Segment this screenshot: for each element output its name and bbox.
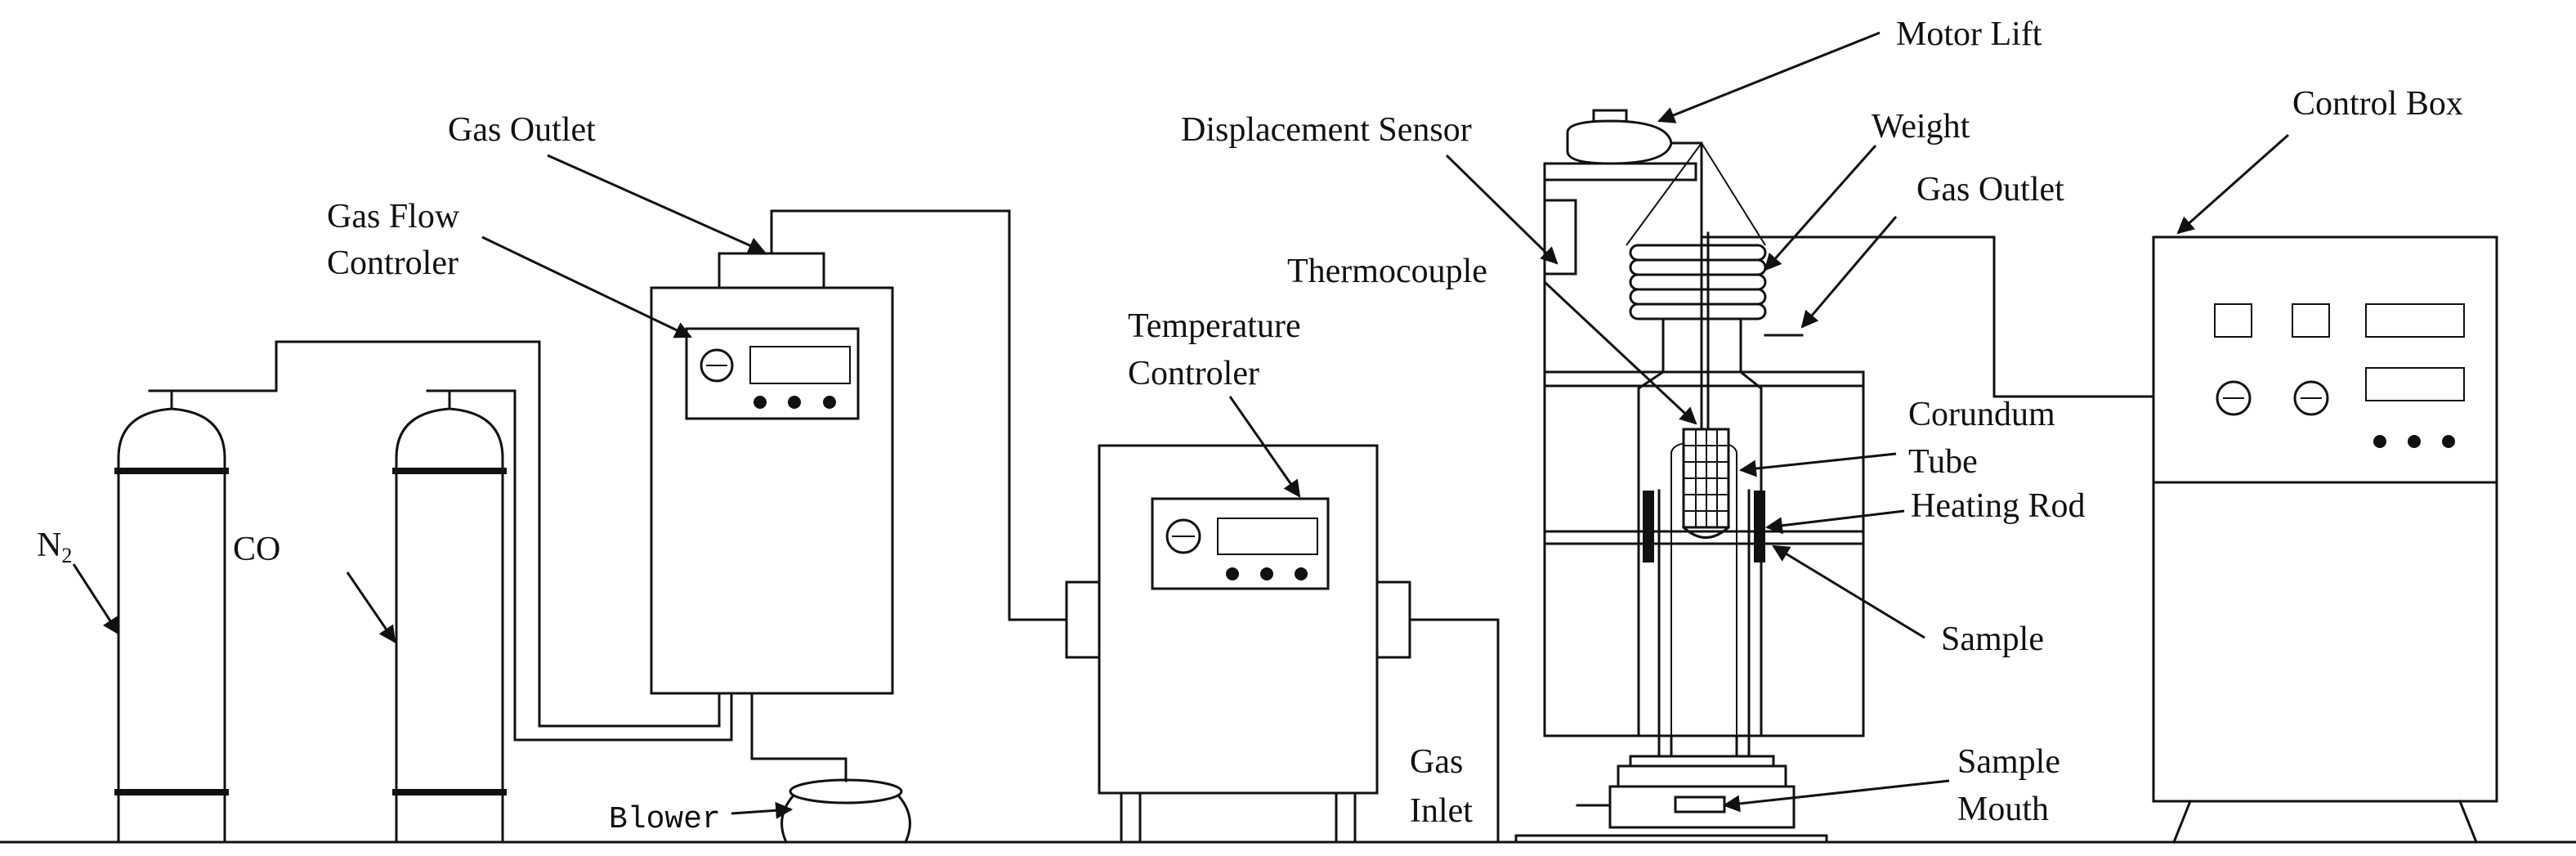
gauge-icon (700, 348, 734, 383)
label-motor-lift: Motor Lift (1896, 16, 2042, 53)
label-temp-line1: Temperature (1128, 307, 1301, 345)
control-box (2152, 235, 2498, 844)
label-control-box: Control Box (2292, 85, 2463, 123)
label-gas-flow-line2: Controler (327, 244, 458, 282)
indicator-dot (1295, 567, 1308, 580)
label-gas-outlet-right: Gas Outlet (1916, 171, 2064, 208)
label-co: CO (233, 531, 280, 568)
gauge-icon (2216, 380, 2252, 416)
n2-supply-pipe (170, 340, 721, 728)
label-thermocouple: Thermocouple (1287, 253, 1487, 290)
label-sample-mouth-line1: Sample (1957, 743, 2060, 781)
label-gas-inlet-line1: Gas (1410, 743, 1463, 781)
temperature-controller (1065, 444, 1411, 844)
indicator-dot (2408, 435, 2421, 448)
gauge-icon (1165, 518, 1201, 554)
heating-rod-left (1643, 491, 1654, 562)
n2-gas-cylinder (114, 389, 229, 844)
label-corundum-line2: Tube (1908, 443, 1978, 481)
label-sample: Sample (1941, 621, 2044, 658)
indicator-dot (754, 396, 767, 409)
indicator-dot (823, 396, 836, 409)
co-gas-cylinder (392, 389, 507, 844)
label-heating-rod: Heating Rod (1911, 487, 2085, 525)
label-temp-line2: Controler (1128, 355, 1259, 392)
indicator-dot (1226, 567, 1239, 580)
gauge-icon (2293, 380, 2329, 416)
reactor-furnace (1514, 109, 1865, 844)
sample-basket (1681, 428, 1731, 539)
label-displacement-sensor: Displacement Sensor (1181, 111, 1472, 149)
indicator-dot (2442, 435, 2455, 448)
indicator-dot (2373, 435, 2386, 448)
label-sample-mouth-line2: Mouth (1957, 791, 2049, 828)
label-corundum-line1: Corundum (1908, 396, 2055, 433)
blower-pipe (750, 692, 847, 782)
label-gas-flow-line1: Gas Flow (327, 198, 460, 235)
label-n2: N2 (37, 527, 72, 567)
heating-rod-right (1754, 491, 1765, 562)
blower (780, 778, 911, 844)
weight-stack (1629, 244, 1767, 320)
co-supply-pipe (481, 389, 733, 742)
indicator-dot (1260, 567, 1273, 580)
label-gas-outlet-left: Gas Outlet (448, 111, 596, 149)
gas-flow-controller (650, 252, 894, 695)
indicator-dot (788, 396, 801, 409)
temp-to-furnace-pipe (1408, 618, 1500, 844)
label-weight: Weight (1872, 108, 1970, 146)
gas-flow-to-furnace-pipe (770, 209, 1068, 621)
label-gas-inlet-line2: Inlet (1410, 792, 1473, 830)
furnace-to-control-box-cable (1700, 235, 2155, 398)
label-blower: Blower (609, 802, 721, 837)
